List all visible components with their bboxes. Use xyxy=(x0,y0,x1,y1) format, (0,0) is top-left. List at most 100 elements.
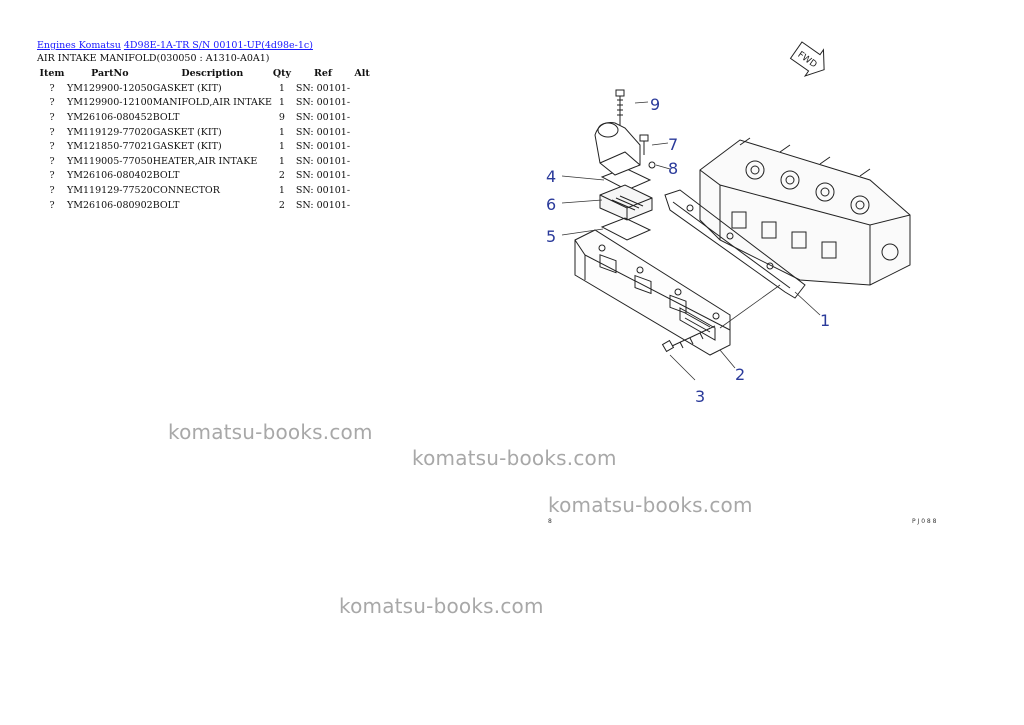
header-alt: Alt xyxy=(354,68,370,79)
cell-partno: YM26106-080402 xyxy=(67,170,153,182)
intake-manifold-icon xyxy=(574,229,731,356)
cell-item: ? xyxy=(49,126,55,138)
cell-qty: 1 xyxy=(278,184,285,196)
diagram-footer-right: P J 0 8 8 xyxy=(912,518,937,525)
breadcrumb-link-engines[interactable]: Engines Komatsu xyxy=(37,40,121,51)
cell-description: GASKET (KIT) xyxy=(152,141,222,153)
callout-3: 3 xyxy=(695,387,705,406)
cell-alt xyxy=(350,81,374,96)
cell-description: BOLT xyxy=(152,111,180,123)
cell-description: BOLT xyxy=(152,170,180,182)
cell-ref: SN: 00101- xyxy=(295,97,351,109)
breadcrumb-link-model[interactable]: 4D98E-1A-TR S/N 00101-UP(4d98e-1c) xyxy=(123,40,313,51)
bolt-9-icon xyxy=(615,89,625,125)
header-partno: PartNo xyxy=(91,68,129,79)
cell-partno: YM26106-080452 xyxy=(67,111,153,123)
table-header-row: Item PartNo Description Qty Ref Alt xyxy=(37,66,374,81)
cell-qty: 1 xyxy=(278,155,285,167)
connector-elbow-icon xyxy=(594,122,641,176)
cell-partno: YM121850-77021 xyxy=(67,141,153,153)
cell-description: BOLT xyxy=(152,199,180,211)
callout-1: 1 xyxy=(820,311,830,330)
fwd-arrow-icon: FWD xyxy=(789,41,825,77)
callout-2: 2 xyxy=(735,365,745,384)
cell-ref: SN: 00101- xyxy=(295,184,351,196)
lower-gasket-icon xyxy=(600,217,652,241)
cell-description: CONNECTOR xyxy=(152,184,220,196)
parts-table: Item PartNo Description Qty Ref Alt ? YM1… xyxy=(37,66,374,212)
bolt-3-icon xyxy=(661,325,716,353)
cell-alt xyxy=(350,154,374,169)
cylinder-head-icon xyxy=(699,137,911,286)
callout-7: 7 xyxy=(668,135,678,154)
air-heater-icon xyxy=(599,184,653,221)
header-item: Item xyxy=(39,68,65,79)
cell-qty: 1 xyxy=(278,141,285,153)
cell-item: ? xyxy=(49,97,55,109)
cell-partno: YM119005-77050 xyxy=(67,155,153,167)
cell-description: MANIFOLD,AIR INTAKE xyxy=(152,97,272,109)
breadcrumb: Engines Komatsu 4D98E-1A-TR S/N 00101-UP… xyxy=(37,40,313,51)
callout-4: 4 xyxy=(546,167,556,186)
cell-ref: SN: 00101- xyxy=(295,199,351,211)
diagram-footer-left: 8 xyxy=(548,518,552,525)
watermark-4: komatsu-books.com xyxy=(339,594,544,618)
header-qty: Qty xyxy=(272,68,291,79)
cell-ref: SN: 00101- xyxy=(295,111,351,123)
cell-qty: 1 xyxy=(278,97,285,109)
cell-item: ? xyxy=(49,141,55,153)
cell-partno: YM129900-12100 xyxy=(67,97,153,109)
header-description: Description xyxy=(181,68,244,79)
cell-partno: YM129900-12050 xyxy=(67,82,153,94)
cell-qty: 2 xyxy=(278,170,285,182)
cell-alt xyxy=(350,96,374,111)
cell-item: ? xyxy=(49,199,55,211)
cell-qty: 2 xyxy=(278,199,285,211)
cell-alt xyxy=(350,125,374,140)
callout-5: 5 xyxy=(546,227,556,246)
cell-alt xyxy=(350,183,374,198)
cell-item: ? xyxy=(49,170,55,182)
cell-item: ? xyxy=(49,184,55,196)
callout-6: 6 xyxy=(546,195,556,214)
cell-description: GASKET (KIT) xyxy=(152,126,222,138)
watermark-1: komatsu-books.com xyxy=(168,420,373,444)
washer-8-icon xyxy=(648,161,656,169)
bolt-7-icon xyxy=(639,134,649,155)
cell-description: GASKET (KIT) xyxy=(152,82,222,94)
cell-alt xyxy=(350,169,374,184)
cell-ref: SN: 00101- xyxy=(295,170,351,182)
watermark-2: komatsu-books.com xyxy=(412,446,617,470)
cell-item: ? xyxy=(49,82,55,94)
cell-alt xyxy=(350,110,374,125)
watermark-3: komatsu-books.com xyxy=(548,493,753,517)
cell-qty: 9 xyxy=(278,111,285,123)
cell-ref: SN: 00101- xyxy=(295,82,351,94)
cell-partno: YM119129-77520 xyxy=(67,184,153,196)
exploded-diagram: FWD xyxy=(546,41,911,406)
cell-ref: SN: 00101- xyxy=(295,155,351,167)
cell-description: HEATER,AIR INTAKE xyxy=(152,155,258,167)
page-subtitle: AIR INTAKE MANIFOLD(030050 : A1310-A0A1) xyxy=(37,53,270,64)
cell-ref: SN: 00101- xyxy=(295,141,351,153)
cell-item: ? xyxy=(49,155,55,167)
cell-alt xyxy=(350,198,374,213)
cell-partno: YM26106-080902 xyxy=(67,199,153,211)
callout-8: 8 xyxy=(668,159,678,178)
cell-qty: 1 xyxy=(278,126,285,138)
manifold-gasket-icon xyxy=(664,189,806,299)
cell-alt xyxy=(350,139,374,154)
cell-qty: 1 xyxy=(278,82,285,94)
cell-ref: SN: 00101- xyxy=(295,126,351,138)
header-ref: Ref xyxy=(313,68,332,79)
cell-partno: YM119129-77020 xyxy=(67,126,153,138)
